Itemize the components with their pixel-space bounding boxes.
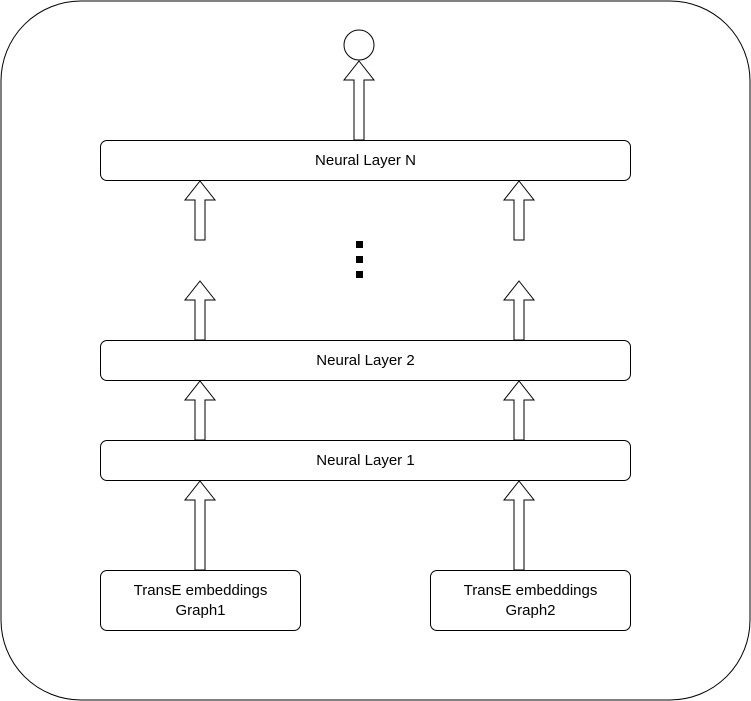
neural-layer-1: Neural Layer 1 xyxy=(100,440,631,481)
input-graph2-line1: TransE embeddings xyxy=(463,581,598,599)
output-node xyxy=(343,29,375,61)
arrow-left-to-layer-n xyxy=(183,180,217,241)
neural-layer-2: Neural Layer 2 xyxy=(100,340,631,381)
neural-layer-n-label: Neural Layer N xyxy=(315,151,416,169)
input-graph1: TransE embeddings Graph1 xyxy=(100,570,301,631)
arrow-graph1-to-layer-1 xyxy=(183,480,217,571)
arrow-graph2-to-layer-1 xyxy=(502,480,536,571)
arrow-right-to-layer-n xyxy=(502,180,536,241)
neural-layer-2-label: Neural Layer 2 xyxy=(316,351,415,369)
arrow-right-layer-1-to-2 xyxy=(502,380,536,441)
ellipsis-dot xyxy=(356,241,363,248)
ellipsis-dots xyxy=(356,241,363,278)
arrow-layer-n-to-output xyxy=(342,60,376,141)
input-graph1-line2: Graph1 xyxy=(175,601,226,619)
neural-layer-1-label: Neural Layer 1 xyxy=(316,451,415,469)
input-graph2: TransE embeddings Graph2 xyxy=(430,570,631,631)
ellipsis-dot xyxy=(356,271,363,278)
neural-layer-n: Neural Layer N xyxy=(100,140,631,181)
arrow-right-from-layer-2 xyxy=(502,280,536,341)
arrow-left-from-layer-2 xyxy=(183,280,217,341)
input-graph1-line1: TransE embeddings xyxy=(133,581,268,599)
input-graph2-line2: Graph2 xyxy=(505,601,556,619)
ellipsis-dot xyxy=(356,256,363,263)
arrow-left-layer-1-to-2 xyxy=(183,380,217,441)
